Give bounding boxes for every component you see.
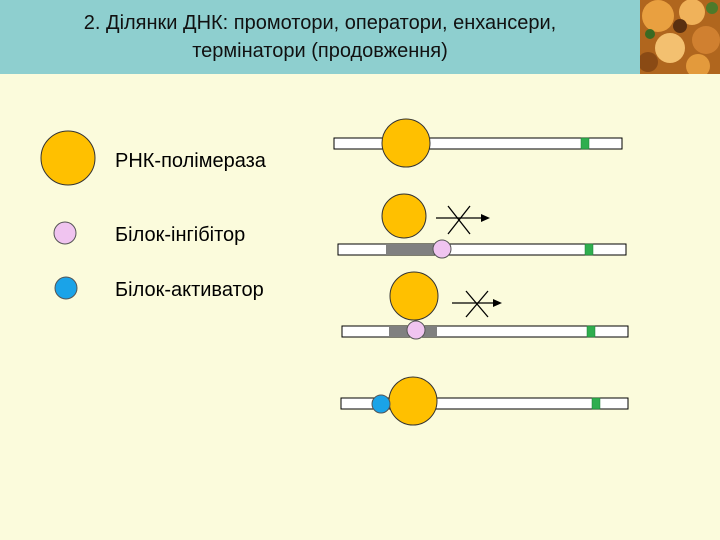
legend-label-rna-polymerase: РНК-полімераза: [115, 150, 266, 172]
dna-row-1: [333, 118, 623, 168]
legend-activator-circle: [54, 276, 78, 300]
terminator-mark: [591, 397, 601, 410]
arrow-head: [481, 214, 490, 222]
legend-label-inhibitor: Білок-інгібітор: [115, 224, 246, 246]
slide-title-line1: 2. Ділянки ДНК: промотори, оператори, ен…: [83, 12, 557, 34]
legend-rna-polymerase-circle: [40, 130, 96, 186]
slide-title-line2: термінатори (продовження): [192, 40, 448, 62]
arrow-head: [493, 299, 502, 307]
dna-row-4: [340, 376, 629, 426]
inhibitor-protein: [406, 320, 426, 340]
dna-strand: [341, 325, 629, 338]
rna-polymerase: [389, 271, 439, 321]
terminator-mark: [586, 325, 596, 338]
terminator-mark: [580, 137, 590, 150]
dna-strand: [340, 397, 629, 410]
terminator-mark: [584, 243, 594, 256]
activator-protein: [371, 394, 391, 414]
rna-polymerase: [388, 376, 438, 426]
dna-row-2: [337, 193, 627, 259]
dna-strand: [333, 137, 623, 150]
legend-label-activator: Білок-активатор: [115, 279, 264, 301]
dna-strand: [337, 243, 627, 256]
header-photo: [640, 0, 720, 74]
operator-region: [386, 244, 434, 255]
slide-body: [0, 74, 720, 540]
inhibitor-protein: [432, 239, 452, 259]
dna-row-3: [341, 271, 629, 340]
legend-inhibitor-circle: [53, 221, 77, 245]
rna-polymerase: [381, 193, 427, 239]
block-cross: [465, 290, 489, 318]
block-cross: [447, 205, 471, 235]
title-bar: 2. Ділянки ДНК: промотори, оператори, ен…: [0, 0, 640, 74]
rna-polymerase: [381, 118, 431, 168]
